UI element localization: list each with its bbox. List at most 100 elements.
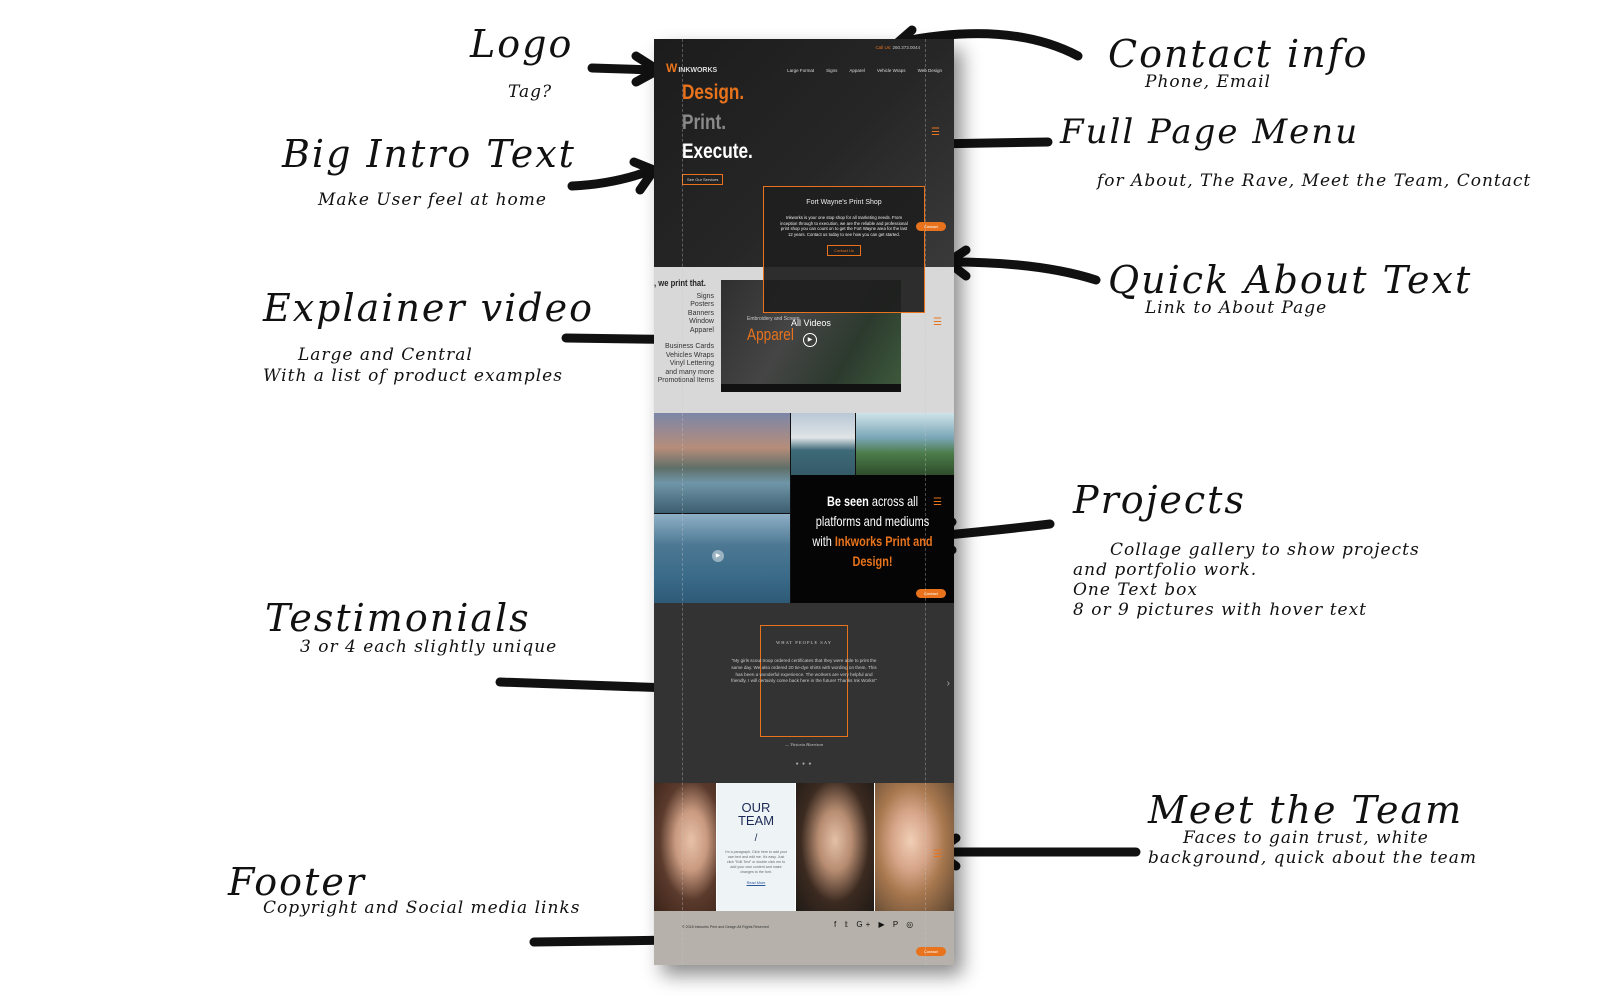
product-list-item: Banners <box>687 309 714 317</box>
hamburger-icon[interactable]: ☰ <box>933 849 942 860</box>
projects-text-box: Be seen across all platforms and mediums… <box>791 475 954 603</box>
play-icon[interactable]: ▶ <box>803 333 817 347</box>
product-list-item: Promotional Items <box>657 377 714 385</box>
annotation-contact-sub: Phone, Email <box>1145 72 1271 92</box>
annotation-intro-title: Big Intro Text <box>282 132 576 176</box>
annotation-footer-sub: Copyright and Social media links <box>263 898 581 918</box>
nav-item-web-design[interactable]: Web Design <box>917 68 942 73</box>
hamburger-icon[interactable]: ☰ <box>933 497 942 508</box>
testimonial-quote: "My girls scout troop ordered certificat… <box>731 658 877 684</box>
hero-line-design: Design. <box>682 81 745 104</box>
annotation-contact-title: Contact info <box>1108 32 1369 76</box>
gallery-tile-mountain-lake[interactable] <box>654 413 790 513</box>
hamburger-icon[interactable]: ☰ <box>933 317 942 328</box>
logo-text: INKWORKS <box>678 67 718 74</box>
annotation-menu-title: Full Page Menu <box>1060 112 1360 152</box>
projects-line-4: Design! <box>852 553 893 569</box>
annotation-team-title: Meet the Team <box>1148 788 1464 832</box>
hero-line-print: Print. <box>682 111 727 134</box>
team-photo-1[interactable] <box>654 783 716 911</box>
about-body: Inkworks is your one stop shop for all m… <box>780 215 908 237</box>
team-photo-3[interactable] <box>875 783 954 911</box>
our-team-title-line-1: OUR <box>741 800 771 815</box>
projects-line-2: platforms and mediums <box>815 513 930 529</box>
annotation-logo-title: Logo <box>470 22 574 66</box>
our-team-title-line-2: TEAM <box>737 813 775 828</box>
product-list-item: Window <box>689 318 714 326</box>
annotation-video-sub1: Large and Central <box>298 345 473 365</box>
site-logo[interactable]: WINKWORKS <box>666 61 717 75</box>
gallery-tile-palm-trees[interactable] <box>856 413 954 475</box>
layout-guide-left <box>682 39 683 965</box>
quick-about-box: Fort Wayne's Print Shop Inkworks is your… <box>763 186 925 313</box>
projects-text-b: across all <box>871 493 919 509</box>
annotation-projects-sub1: Collage gallery to show projects <box>1110 540 1420 560</box>
projects-text-e: Inkworks Print and <box>834 533 933 549</box>
annotation-intro-sub: Make User feel at home <box>318 190 547 210</box>
hamburger-icon[interactable]: ☰ <box>931 127 940 138</box>
nav-item-signs[interactable]: Signs <box>826 68 838 73</box>
gallery-tile-beach-huts[interactable] <box>791 413 855 475</box>
nav-item-vehicle-wraps[interactable]: Vehicle Wraps <box>876 68 906 73</box>
our-team-paragraph: I'm a paragraph. Click here to add your … <box>724 850 787 874</box>
testimonial-pagination-dots[interactable]: ● ● ● <box>795 761 813 767</box>
see-services-button[interactable]: See Our Services <box>682 174 724 185</box>
play-icon[interactable]: ▶ <box>712 550 724 562</box>
annotation-testimonials-title: Testimonials <box>265 596 531 640</box>
testimonial-frame <box>760 625 848 737</box>
video-heading: , we print that. <box>654 278 706 288</box>
product-list-item: Posters <box>690 301 714 309</box>
video-embroidery-text: Embroidery and Screen <box>747 316 800 322</box>
annotation-testimonials-sub: 3 or 4 each slightly unique <box>300 637 558 657</box>
video-control-bar[interactable] <box>721 384 901 392</box>
main-nav: Large Format Signs Apparel Vehicle Wraps… <box>787 68 942 73</box>
read-more-link[interactable]: Read More <box>746 881 766 885</box>
hero-line-execute: Execute. <box>682 140 753 163</box>
projects-text-d: with <box>812 533 832 549</box>
product-list-item: Business Cards <box>664 343 714 351</box>
annotation-menu-sub: for About, The Rave, Meet the Team, Cont… <box>1097 171 1532 191</box>
annotation-projects-sub3: One Text box <box>1073 580 1198 600</box>
product-list-item: Signs <box>696 293 714 300</box>
gallery-tile-ocean[interactable]: ▶ <box>654 514 790 603</box>
website-mockup: Call Us: 260.373.0044 WINKWORKS Large Fo… <box>654 39 954 965</box>
projects-gallery: ▶ Be seen across all platforms and mediu… <box>654 413 954 603</box>
nav-item-large-format[interactable]: Large Format <box>787 68 815 73</box>
arrow-intro <box>567 165 657 191</box>
testimonial-author: — Victoria Harrison <box>785 742 823 747</box>
footer-social-icons[interactable]: f 𝕥 G+ ▶ P ◎ <box>834 920 917 929</box>
product-list-item: and many more <box>665 368 714 376</box>
annotation-team-sub2: background, quick about the team <box>1148 848 1477 868</box>
annotation-projects-sub2: and portfolio work. <box>1073 560 1258 580</box>
video-apparel-text: Apparel <box>747 325 794 344</box>
about-contact-button[interactable]: Contact Us <box>827 245 861 257</box>
contact-label: Call Us: <box>875 45 892 50</box>
all-videos-label[interactable]: All Videos <box>791 318 831 328</box>
footer-copyright: © 2018 Inkworks Print and Design All Rig… <box>682 925 769 929</box>
contact-pill-button[interactable]: Contact <box>916 947 946 956</box>
contact-phone[interactable]: 260.373.0044 <box>892 45 920 50</box>
product-list-item: Vinyl Lettering <box>669 360 714 368</box>
contact-pill-button[interactable]: Contact <box>916 222 946 231</box>
annotation-about-title: Quick About Text <box>1108 258 1473 302</box>
contact-pill-button[interactable]: Contact <box>916 589 946 598</box>
annotation-footer-title: Footer <box>228 860 366 904</box>
chevron-right-icon[interactable]: › <box>946 678 950 689</box>
projects-text-a: Be seen <box>826 493 869 509</box>
projects-line-3: with Inkworks Print and <box>809 531 936 551</box>
layout-guide-right <box>925 39 926 965</box>
projects-line-1: Be seen across all <box>809 491 936 511</box>
annotation-projects-sub4: 8 or 9 pictures with hover text <box>1073 600 1368 620</box>
site-footer: © 2018 Inkworks Print and Design All Rig… <box>654 911 954 965</box>
product-list: Signs Posters Banners Window Apparel Bus… <box>654 293 714 385</box>
about-title: Fort Wayne's Print Shop <box>806 199 882 206</box>
team-photo-2[interactable] <box>796 783 874 911</box>
nav-item-apparel[interactable]: Apparel <box>849 68 865 73</box>
annotation-video-title: Explainer video <box>263 286 594 330</box>
annotation-team-sub1: Faces to gain trust, white <box>1183 828 1429 848</box>
divider-slash-icon: / <box>754 833 758 844</box>
arrow-logo <box>587 63 660 75</box>
